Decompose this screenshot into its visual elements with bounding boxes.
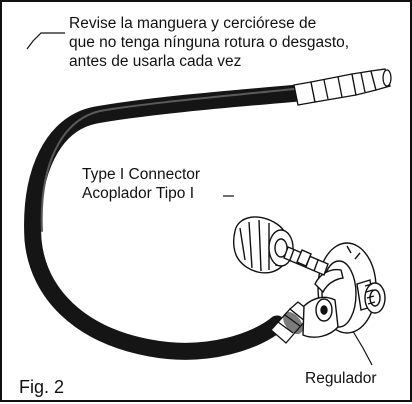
regulator-callout-line	[350, 327, 373, 366]
hose-highlight	[40, 88, 295, 232]
figure-label: Fig. 2	[19, 377, 65, 397]
hose	[24, 84, 307, 360]
hose-warning-line-3: antes de usarla cada vez	[69, 53, 242, 70]
hose-warning-line-1: Revise la manguera y cerciórese de	[69, 15, 317, 32]
hose-top-fitting	[293, 68, 392, 106]
regulator-side-bracket	[314, 268, 344, 294]
connector-stem-collar	[296, 249, 312, 267]
connector-caption-line-2: Acoplador Tipo I	[82, 185, 195, 202]
regulator-caption: Regulador	[305, 370, 377, 387]
regulator	[302, 242, 386, 338]
type-i-connector	[232, 216, 329, 276]
hose-callout-line	[26, 32, 65, 50]
hose-warning-caption: Revise la manguera y cerciórese de que n…	[69, 14, 349, 71]
hose-warning-line-2: que no tenga nínguna rotura o desgasto,	[69, 34, 350, 51]
connector-caption: Type I Connector Acoplador Tipo I	[82, 165, 200, 203]
hose-body	[24, 84, 307, 360]
connector-caption-line-1: Type I Connector	[82, 166, 201, 183]
callout-lines	[26, 32, 373, 366]
